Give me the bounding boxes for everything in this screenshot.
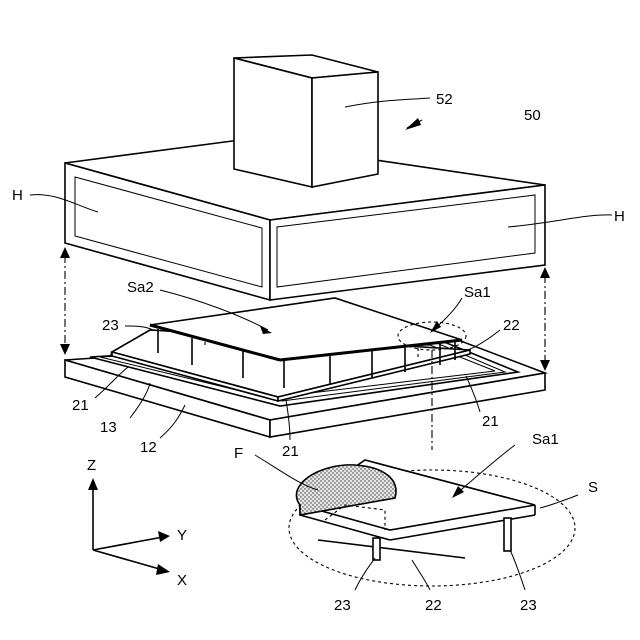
label-21-right: 21 (482, 413, 499, 430)
label-22-top: 22 (503, 317, 520, 334)
label-h-right: H (614, 208, 625, 225)
label-12: 12 (140, 439, 157, 456)
label-23-detail-right: 23 (520, 597, 537, 614)
label-x: X (177, 572, 187, 589)
label-y: Y (177, 527, 187, 544)
label-f: F (234, 445, 243, 462)
detail-view (289, 460, 575, 586)
block-52 (234, 55, 378, 187)
label-21-left: 21 (72, 397, 89, 414)
label-z: Z (87, 457, 96, 474)
label-23-detail-left: 23 (334, 597, 351, 614)
label-13: 13 (100, 419, 117, 436)
label-sa1-top: Sa1 (464, 284, 491, 301)
label-21-bottom: 21 (282, 443, 299, 460)
label-22-detail: 22 (425, 597, 442, 614)
axis-system (88, 478, 170, 575)
label-23-top: 23 (102, 317, 119, 334)
label-s: S (588, 479, 598, 496)
label-sa2: Sa2 (127, 279, 154, 296)
label-sa1-detail: Sa1 (532, 431, 559, 448)
label-50: 50 (524, 107, 541, 124)
label-h-left: H (12, 187, 23, 204)
label-52: 52 (436, 91, 453, 108)
